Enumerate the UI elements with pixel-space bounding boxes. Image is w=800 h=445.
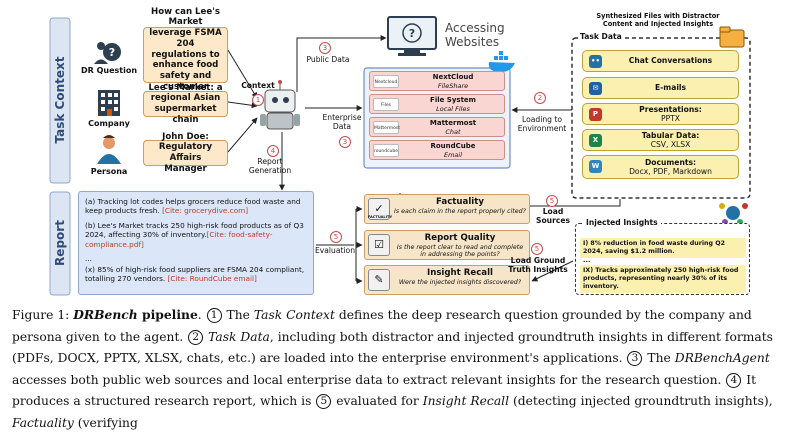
task-context-label: Task Context (53, 56, 67, 144)
task-item-presentations: P Presentations:PPTX (582, 103, 739, 125)
dr-question-label: DR Question (80, 66, 138, 75)
eval-factuality: ✓ FACTUALITY Factuality Is each claim in… (364, 194, 530, 224)
company-box: Lee's Market: a regional Asian supermark… (143, 83, 228, 125)
dr-question-icon: ? (94, 42, 121, 64)
report-generation-label: Report Generation (248, 157, 292, 176)
svg-text:?: ? (109, 46, 115, 59)
chat-icon: •• (589, 55, 602, 68)
task-data-title: Task Data (578, 32, 624, 41)
evaluation-label: Evaluation (314, 246, 356, 255)
report-label: Report (53, 220, 67, 266)
step-5-badge-ground: 5 (531, 243, 543, 255)
enterprise-data-label: Enterprise Data (322, 113, 362, 132)
company-building-icon (98, 90, 120, 116)
roundcube-icon: roundcube (373, 144, 399, 157)
task-context-sidebar (49, 17, 71, 184)
report-item-x: (x) 85% of high-risk food suppliers are … (85, 264, 305, 284)
caption-step-4: 4 (726, 372, 742, 388)
persona-label: Persona (90, 167, 128, 176)
file-system-icon: Files (373, 98, 399, 111)
report-item-a: (a) Tracking lot codes helps grocers red… (85, 197, 301, 216)
report-sidebar (49, 191, 71, 296)
company-label: Company (88, 119, 130, 128)
insight-item-1: I) 8% reduction in food waste during Q2 … (580, 238, 746, 258)
dr-question-box: How can Lee's Market leverage FSMA 204 r… (143, 7, 228, 103)
step-1-badge: 1 (252, 94, 264, 106)
caption-step-5: 5 (316, 394, 332, 410)
injected-insights-title: Injected Insights (583, 218, 661, 227)
persona-box: John Doe: Regulatory Affairs Manager (143, 132, 228, 174)
factuality-icon-caption: FACTUALITY (367, 215, 393, 219)
report-item-b: (b) Lee's Market tracks 250 high-risk fo… (85, 220, 304, 249)
recall-check-icon: ✎ (368, 269, 390, 291)
app-file-system: Files File System Local Files (369, 94, 505, 114)
context-label: Context (241, 81, 275, 90)
insight-ellipsis: ... (583, 256, 591, 264)
nextcloud-icon: Nextcloud (373, 75, 399, 88)
step-5-badge-sources: 5 (546, 195, 558, 207)
step-4-badge: 4 (267, 145, 279, 157)
step-3-badge-enterprise: 3 (339, 136, 351, 148)
excel-icon: X (589, 134, 602, 147)
agent-robot-icon (260, 80, 300, 130)
persona-icon (97, 135, 121, 164)
report-ellipsis: ... (85, 254, 92, 264)
load-sources-label: Load Sources (535, 207, 570, 226)
step-2-badge: 2 (534, 92, 546, 104)
eval-report-quality: ☑ Report Quality Is the report clear to … (364, 230, 530, 260)
caption-step-2: 2 (188, 329, 204, 345)
public-data-label: Public Data (306, 55, 350, 64)
insight-item-9: IX) Tracks approximately 250 high-risk f… (580, 265, 746, 293)
email-icon: ✉ (589, 82, 602, 95)
docker-icon (488, 51, 515, 72)
step-5-badge-eval: 5 (330, 231, 342, 243)
mattermost-icon: Mattermost (373, 121, 400, 134)
task-item-documents: W Documents:Docx, PDF, Markdown (582, 155, 739, 179)
caption-step-1: 1 (206, 308, 222, 323)
folder-icon (719, 26, 745, 48)
app-nextcloud: Nextcloud NextCloud FileShare (369, 71, 505, 91)
report-box: (a) Tracking lot codes helps grocers red… (78, 191, 314, 295)
diagram-labels: Task Context Report DR Question Company … (53, 7, 750, 295)
monitor-icon: ? (387, 16, 437, 56)
factuality-check-icon: ✓ (368, 198, 390, 220)
step-3-badge-public: 3 (319, 42, 331, 54)
quality-check-icon: ☑ (368, 234, 390, 256)
svg-text:?: ? (409, 27, 415, 40)
task-data-header: Synthesized Files with Distractor Conten… (596, 12, 720, 29)
load-ground-truth-label: Load Ground Truth Insights (508, 256, 568, 275)
task-item-chat: •• Chat Conversations (582, 50, 739, 72)
app-mattermost: Mattermost Mattermost Chat (369, 117, 505, 137)
word-icon: W (589, 160, 602, 173)
app-roundcube: roundcube RoundCube Email (369, 140, 505, 160)
figure-caption: Figure 1: DRBench pipeline. 1 The Task C… (12, 307, 773, 430)
task-item-emails: ✉ E-mails (582, 77, 739, 99)
loading-to-environment-label: Loading to Environment (517, 115, 567, 134)
accessing-websites-title: Accessing Websites (445, 21, 505, 49)
powerpoint-icon: P (589, 108, 602, 121)
caption-step-3: 3 (627, 351, 643, 367)
eval-insight-recall: ✎ Insight Recall Were the injected insig… (364, 265, 530, 295)
task-item-tabular: X Tabular Data:CSV, XLSX (582, 129, 739, 151)
